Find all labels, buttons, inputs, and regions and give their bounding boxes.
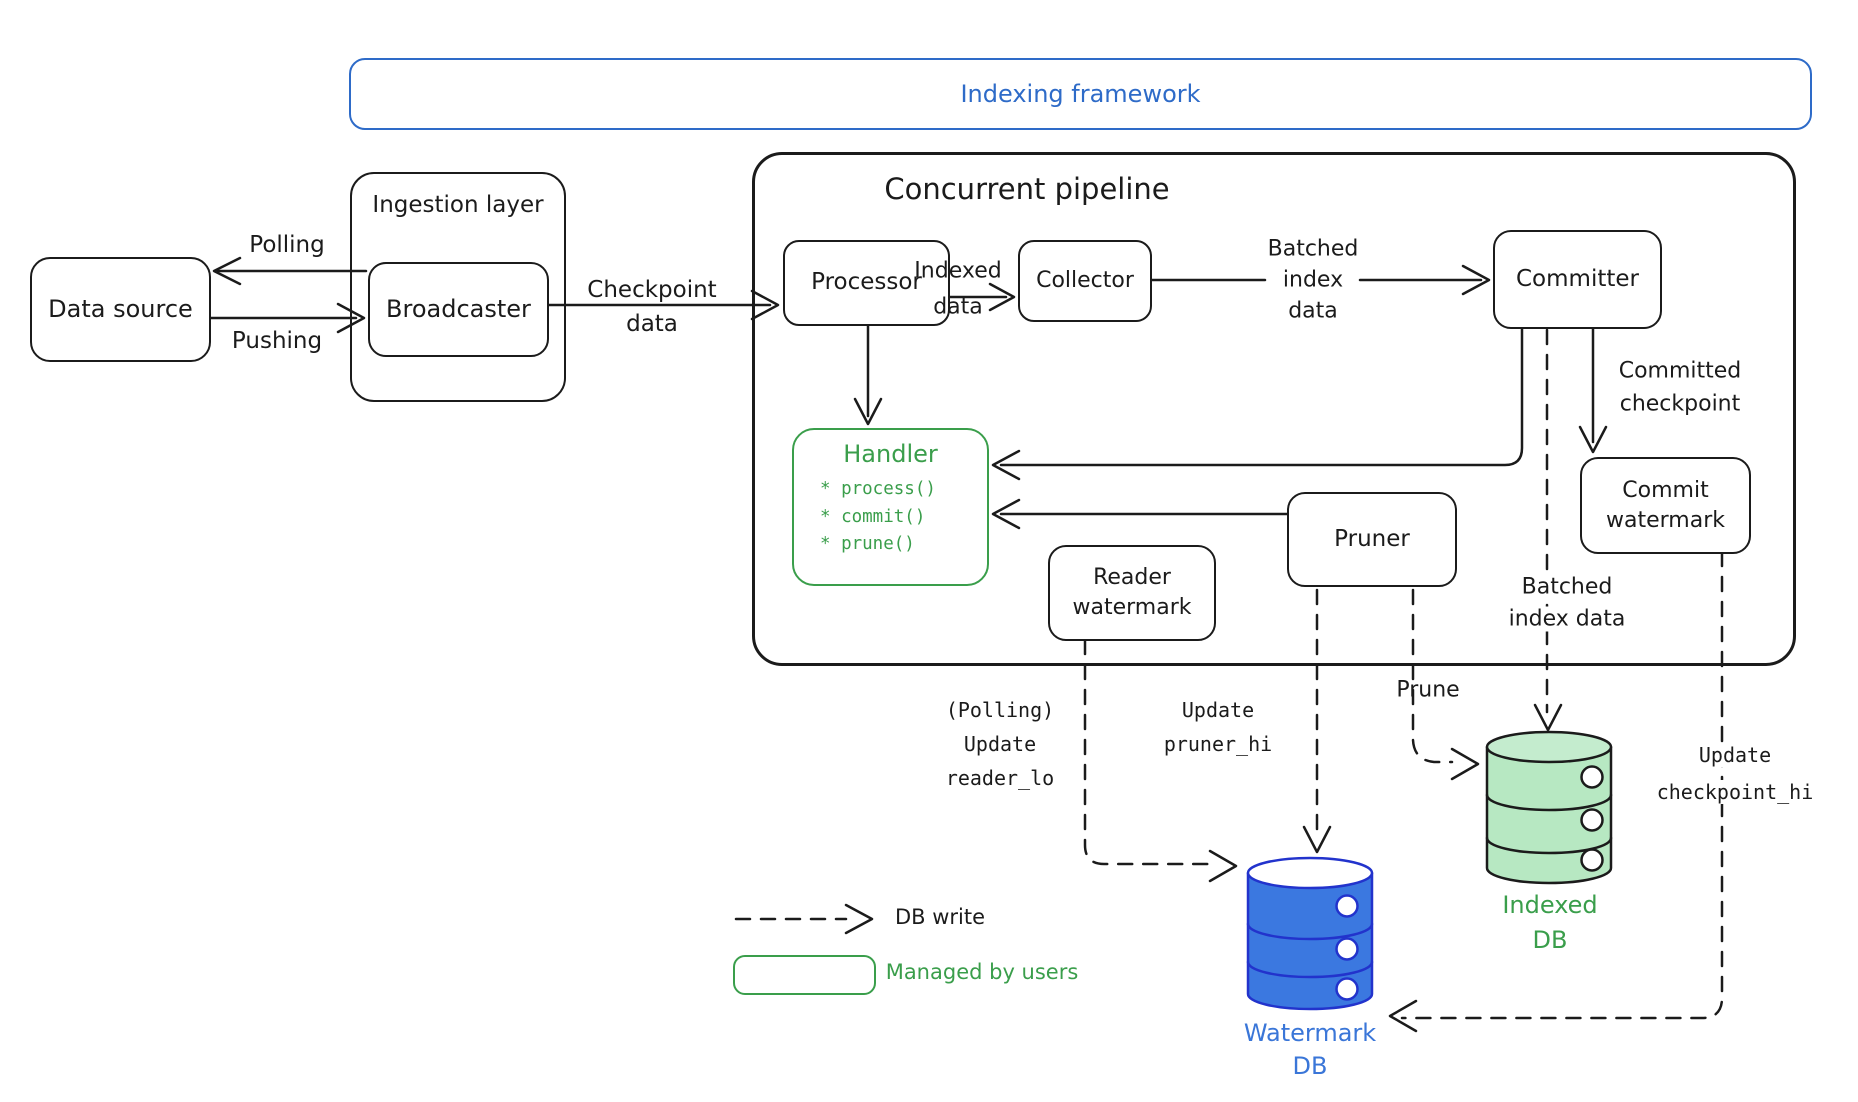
indexing-framework-box: Indexing framework	[349, 58, 1812, 130]
processor-box: Processor	[783, 240, 950, 326]
legend-managed-by-users-label: Managed by users	[885, 960, 1079, 984]
update-checkpoint-label-line1: Update	[1694, 743, 1776, 767]
indexing-framework-title: Indexing framework	[960, 80, 1201, 108]
update-reader-label-line2: Update	[963, 732, 1037, 756]
checkpoint-data-label-line1: Checkpoint	[587, 277, 717, 303]
watermark-db-icon	[1246, 856, 1374, 1011]
commit-watermark-arrowhead-icon	[1388, 999, 1418, 1033]
ingestion-layer-label: Ingestion layer	[372, 192, 544, 218]
committer-handler-arrowhead-icon	[991, 449, 1021, 481]
reader-watermark-arrowhead-icon	[1208, 849, 1238, 883]
update-reader-label-line1: (Polling)	[945, 698, 1055, 722]
pushing-label: Pushing	[231, 328, 323, 354]
pruner-handler-arrowhead-icon	[991, 498, 1021, 530]
reader-watermark-box: Reader watermark	[1048, 545, 1216, 641]
broadcaster-label: Broadcaster	[386, 295, 531, 324]
commit-watermark-label: Commit watermark	[1606, 476, 1725, 535]
indexed-data-label-line2: data	[933, 294, 983, 320]
legend-db-write-label: DB write	[894, 905, 986, 929]
collector-committer-arrowhead-icon	[1461, 264, 1491, 296]
committed-checkpoint-arrowhead-icon	[1578, 425, 1608, 454]
commit-watermark-line2: watermark	[1606, 507, 1725, 533]
prune-label: Prune	[1396, 677, 1460, 703]
legend-arrowhead-icon	[844, 903, 874, 935]
checkpoint-data-arrowhead-icon	[750, 289, 780, 321]
update-reader-label-line3: reader_lo	[945, 766, 1055, 790]
handler-box: Handler * process() * commit() * prune()	[792, 428, 989, 586]
legend-managed-swatch	[733, 955, 876, 995]
concurrent-pipeline-title: Concurrent pipeline	[884, 172, 1170, 206]
broadcaster-box: Broadcaster	[368, 262, 549, 357]
batched-index-data-top-line1: Batched	[1267, 236, 1359, 262]
indexed-db-icon	[1485, 730, 1613, 885]
pruner-label: Pruner	[1334, 525, 1410, 552]
pruner-box: Pruner	[1287, 492, 1457, 587]
indexed-data-label-line1: Indexed	[914, 258, 1002, 284]
commit-watermark-box: Commit watermark	[1580, 457, 1751, 554]
handler-title: Handler	[843, 440, 938, 468]
ingestion-layer-box: Ingestion layer	[350, 172, 566, 402]
polling-arrowhead-icon	[212, 256, 242, 286]
processor-handler-arrowhead-icon	[853, 397, 883, 426]
collector-box: Collector	[1018, 240, 1152, 322]
checkpoint-data-label-line2: data	[626, 311, 678, 337]
update-pruner-label-line2: pruner_hi	[1163, 732, 1273, 756]
reader-watermark-line2: watermark	[1072, 595, 1192, 620]
pushing-arrowhead-icon	[336, 302, 366, 334]
batched-index-data-top-line3: data	[1288, 298, 1338, 324]
indexed-db-label-line2: DB	[1532, 926, 1568, 954]
prune-dbwrite-arrow	[1411, 588, 1454, 764]
collector-label: Collector	[1036, 268, 1134, 294]
watermark-db-label-line2: DB	[1292, 1052, 1328, 1080]
committer-box: Committer	[1493, 230, 1662, 329]
commit-watermark-line1: Commit	[1622, 477, 1709, 503]
handler-method-process: * process()	[820, 479, 936, 499]
processor-collector-arrowhead-icon	[988, 282, 1016, 312]
watermark-db-label-line1: Watermark	[1243, 1019, 1377, 1047]
indexed-db-label-line1: Indexed	[1502, 891, 1598, 919]
handler-method-prune: * prune()	[820, 534, 915, 554]
handler-method-commit: * commit()	[820, 506, 926, 527]
update-checkpoint-label-line2: checkpoint_hi	[1652, 780, 1818, 804]
polling-label: Polling	[249, 232, 325, 258]
data-source-label: Data source	[48, 295, 193, 324]
reader-watermark-dbwrite-arrow	[1083, 638, 1210, 866]
committed-checkpoint-label-line1: Committed	[1618, 358, 1742, 384]
processor-label: Processor	[811, 269, 922, 296]
data-source-box: Data source	[30, 257, 211, 362]
committer-handler-arrow	[999, 325, 1524, 467]
reader-watermark-label: Reader watermark	[1073, 563, 1192, 622]
committed-checkpoint-label-line2: checkpoint	[1619, 391, 1741, 417]
handler-methods: * process() * commit() * prune()	[794, 476, 936, 559]
prune-arrowhead-icon	[1450, 747, 1480, 781]
reader-watermark-line1: Reader	[1093, 565, 1171, 591]
concurrent-pipeline-box	[752, 152, 1796, 666]
update-pruner-label-line1: Update	[1181, 698, 1255, 722]
committer-label: Committer	[1516, 265, 1639, 292]
batched-index-data-bottom-line2: index data	[1504, 606, 1630, 632]
batched-index-data-bottom-line1: Batched	[1517, 574, 1617, 600]
committer-indexeddb-arrowhead-icon	[1533, 703, 1563, 732]
batched-index-data-top-line2: index	[1282, 267, 1344, 293]
commit-watermark-dbwrite-arrow	[1400, 550, 1724, 1020]
pruner-dbwrite-arrowhead-icon	[1302, 825, 1332, 854]
